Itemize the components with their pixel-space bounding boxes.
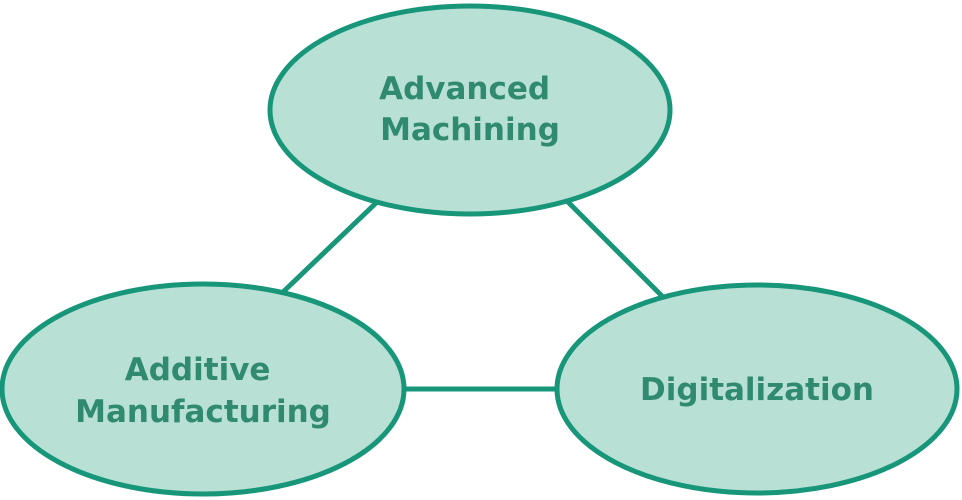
connector-machining-additive (280, 201, 378, 295)
node-additive-manufacturing-label: Additive Manufacturing (75, 352, 331, 430)
node-advanced-machining-label-line-2: Machining (380, 112, 560, 148)
connector-machining-digitalization (565, 199, 665, 299)
node-digitalization-label: Digitalization (640, 372, 874, 408)
node-additive-manufacturing-ellipse (0, 281, 407, 497)
node-additive-manufacturing-label-line-1: Additive (125, 352, 271, 388)
node-additive-manufacturing-label-line-2: Manufacturing (75, 394, 331, 430)
node-advanced-machining-label: Advanced Machining (379, 71, 561, 148)
node-digitalization: Digitalization (554, 282, 960, 496)
node-additive-manufacturing: Additive Manufacturing (0, 281, 407, 497)
node-digitalization-ellipse (554, 282, 960, 496)
node-advanced-machining-label-line-1: Advanced (379, 71, 550, 107)
node-advanced-machining-ellipse (267, 3, 673, 217)
node-digitalization-label-line-1: Digitalization (640, 372, 874, 408)
node-advanced-machining: Advanced Machining (267, 3, 673, 217)
